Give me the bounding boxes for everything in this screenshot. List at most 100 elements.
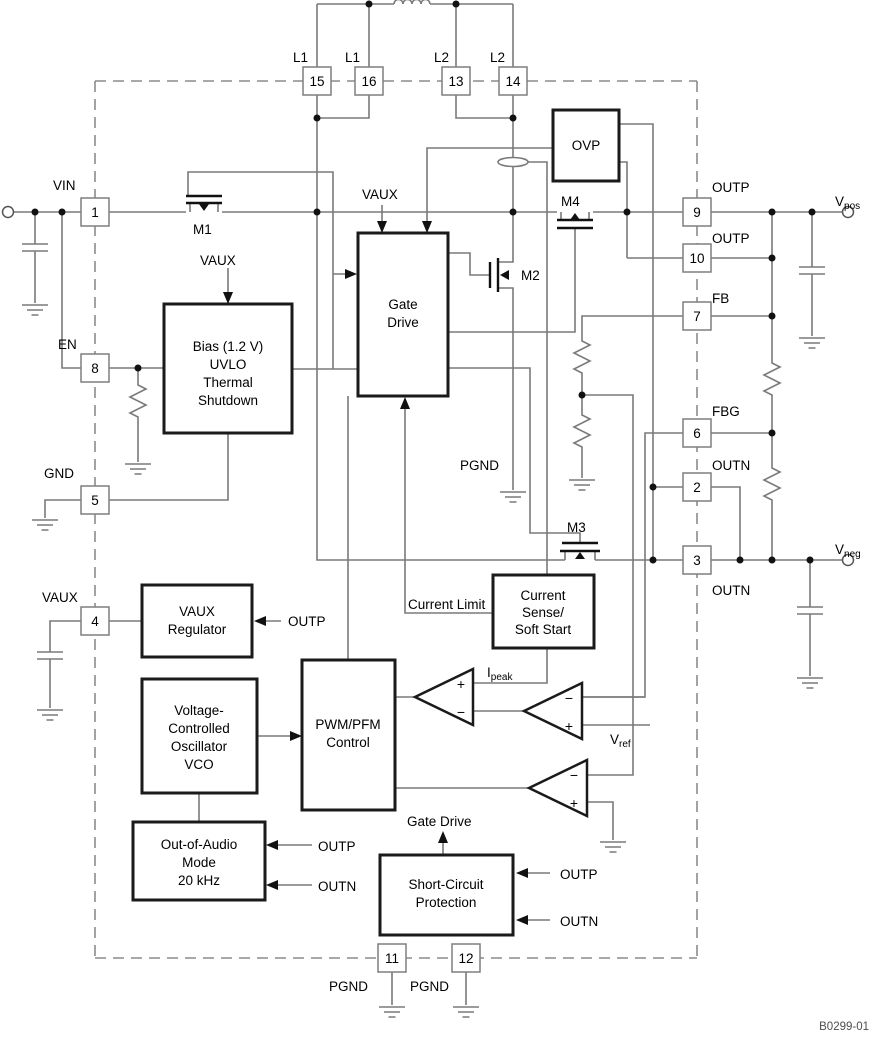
comparators: + − − + − + [412,667,589,818]
m1-label: M1 [193,222,212,237]
svg-text:2: 2 [693,480,701,495]
pin-16: 16 [354,66,384,96]
vco-label: VCO [184,757,213,772]
comparator-c-icon [526,758,589,818]
svg-text:15: 15 [309,74,324,89]
gate-drive-label: Gate [388,297,417,312]
en-label: EN [58,337,77,352]
ovp-block [551,108,621,183]
gate-drive-label: Drive [387,315,419,330]
short-circuit-label: Short-Circuit [408,877,483,892]
m4-label: M4 [561,194,580,209]
vaux-capacitor-icon [36,651,64,660]
svg-text:16: 16 [361,74,376,89]
arrow-outn-scp [516,915,528,925]
pgnd12-ground-icon [452,1006,480,1018]
l2-label: L2 [490,50,505,65]
svg-text:6: 6 [693,426,701,441]
ovp-sense-wires [619,123,683,560]
bias-label: Bias (1.2 V) [193,339,264,354]
vin-capacitor-icon [21,243,49,252]
gnd-label: GND [44,466,74,481]
pin-3: 3 [682,545,712,575]
ground-icon [599,841,627,853]
vaux-regulator-label: VAUX [179,604,215,619]
ipeak-label: Ipeak [487,665,513,683]
m2-wires [448,212,514,490]
vco-label: Controlled [168,721,230,736]
out-of-audio-label: 20 kHz [178,873,220,888]
comparator-c-minus: − [570,767,578,783]
functional-blocks: OVP Gate Drive Bias (1.2 V) UVLO Thermal… [131,108,621,937]
outp-signal-label: OUTP [318,839,356,854]
mosfet-m1-icon [186,194,222,212]
fbg-label: FBG [712,404,740,419]
feedback-wires [582,212,773,698]
outn-signal-label: OUTN [318,879,356,894]
pin-14: 14 [498,66,528,96]
pgnd-signal-label: PGND [460,458,499,473]
fb-label: FB [712,291,729,306]
arrow-outp-ooa [266,840,278,850]
svg-text:10: 10 [689,251,704,266]
vco-label: Oscillator [171,739,228,754]
fb-top-resistor-icon [763,359,781,399]
svg-text:8: 8 [91,361,99,376]
outp-signal-label: OUTP [288,614,326,629]
pin-1: 1 [80,197,110,227]
bias-label: Thermal [203,375,253,390]
out-of-audio-block [131,820,267,902]
vin-label: VIN [53,178,76,193]
svg-text:1: 1 [91,205,99,220]
passive-components [21,156,826,660]
mosfet-m2-icon [488,258,509,292]
l2-label: L2 [434,50,449,65]
pwm-pfm-label: Control [326,735,370,750]
vneg-capacitor-icon [796,606,824,615]
bias-label: UVLO [210,357,247,372]
outp-label: OUTP [712,231,750,246]
comparator-a-plus: + [457,676,465,692]
svg-text:12: 12 [458,951,473,966]
vaux-signal-label: VAUX [362,187,398,202]
ic-boundary-dashed [94,80,698,959]
vaux-pin-label: VAUX [42,590,78,605]
vneg-terminal-icon [841,553,855,567]
gate-drive-block [356,231,450,398]
outn-signal-label: OUTN [560,914,598,929]
bias-label: Shutdown [198,393,258,408]
arrow-ovp-gatedrive [422,221,432,233]
m2-label: M2 [521,268,540,283]
svg-text:13: 13 [448,74,463,89]
svg-text:7: 7 [693,309,701,324]
pin-7: 7 [682,301,712,331]
arrow-outp-scp [516,868,528,878]
outn-rail-wires [316,212,842,561]
m3-m4-gate-wires [448,228,581,543]
l1-label: L1 [345,50,360,65]
mosfet-m3-icon [560,541,600,560]
l1-label: L1 [293,50,308,65]
outn-label: OUTN [712,583,750,598]
vaux-signal-label: VAUX [200,253,236,268]
current-sense-label: Sense/ [522,605,564,620]
mosfet-m4-icon [557,212,593,230]
short-circuit-label: Protection [416,895,477,910]
svg-text:9: 9 [693,205,701,220]
out-of-audio-label: Out-of-Audio [161,837,238,852]
svg-text:5: 5 [91,493,99,508]
ground-icon [568,479,596,491]
vpos-terminal-icon [841,205,855,219]
arrow-vaux-bias [223,292,233,304]
ground-icon [796,677,824,689]
figure-id: B0299-01 [819,1021,869,1033]
inductor-coil-icon [393,0,431,5]
comparator-b-plus: + [565,718,573,734]
control-top-wires [227,147,553,660]
output-cap-wires [809,212,813,676]
svg-text:3: 3 [693,553,701,568]
pin-2: 2 [682,472,712,502]
inductor-wires [316,3,514,212]
gate-drive-signal-label: Gate Drive [407,814,472,829]
